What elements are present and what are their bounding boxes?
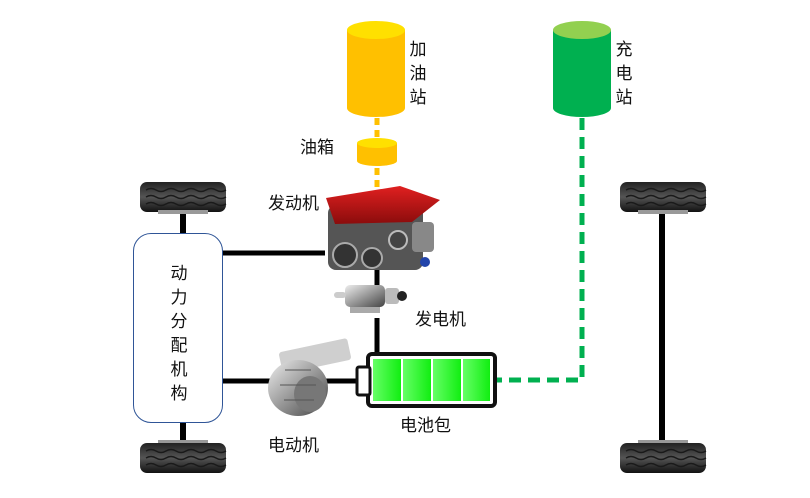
tire-front-top xyxy=(140,182,227,214)
tire-front-bottom xyxy=(140,440,227,473)
engine-icon xyxy=(326,186,440,270)
generator-icon xyxy=(334,285,407,313)
motor-label: 电动机 xyxy=(268,436,319,456)
power-split-label: 动力分配机构 xyxy=(170,264,188,404)
gas-station-label: 加油站 xyxy=(409,40,427,108)
charging-station-cylinder xyxy=(553,21,611,117)
power-split-box: 动力分配机构 xyxy=(133,233,223,423)
engine-label: 发动机 xyxy=(268,194,319,214)
tire-rear-top xyxy=(620,182,707,214)
motor-icon xyxy=(268,338,351,416)
charging-station-label: 充电站 xyxy=(615,40,633,108)
battery-label: 电池包 xyxy=(400,416,451,436)
battery-cell xyxy=(463,359,490,401)
tire-rear-bottom xyxy=(620,440,707,473)
battery-cell xyxy=(433,359,461,401)
fuel-tank-label: 油箱 xyxy=(300,138,334,158)
battery-pack xyxy=(355,352,497,408)
gas-station-cylinder xyxy=(347,21,405,117)
fuel-tank-cylinder xyxy=(357,138,397,166)
generator-label: 发电机 xyxy=(415,310,466,330)
battery-cell xyxy=(403,359,431,401)
charging-line xyxy=(497,118,585,383)
battery-cell xyxy=(373,359,401,401)
